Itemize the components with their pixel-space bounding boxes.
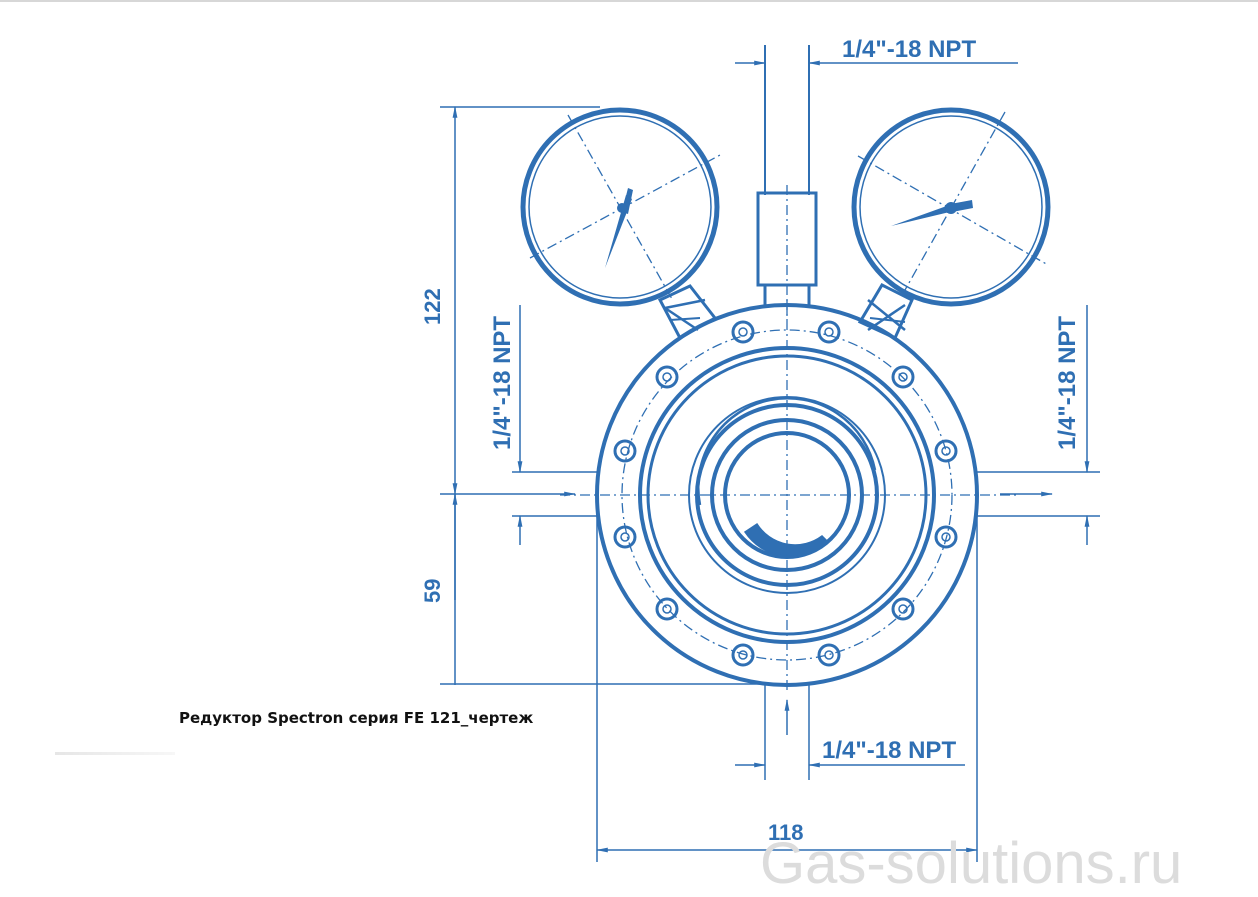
width-dimension-label: 118 bbox=[768, 820, 804, 845]
top-inlet-fitting bbox=[756, 45, 818, 320]
left-port-label: 1/4"-18 NPT bbox=[489, 316, 516, 450]
right-port-label: 1/4"-18 NPT bbox=[1054, 316, 1081, 450]
height-lower-label: 59 bbox=[420, 579, 445, 603]
watermark: Gas-solutions.ru bbox=[760, 831, 1183, 896]
drawing-caption: Редуктор Spectron серия FE 121_чертеж bbox=[179, 709, 534, 727]
left-pressure-gauge bbox=[520, 107, 721, 341]
regulator-body-flange bbox=[560, 300, 1020, 690]
bottom-outlet-port bbox=[735, 684, 965, 780]
right-pressure-gauge bbox=[851, 107, 1051, 340]
bottom-port-label: 1/4"-18 NPT bbox=[822, 737, 956, 764]
height-upper-label: 122 bbox=[420, 288, 445, 325]
top-border bbox=[0, 0, 1258, 2]
top-port-label: 1/4"-18 NPT bbox=[842, 36, 976, 63]
artifact-line bbox=[55, 752, 175, 755]
